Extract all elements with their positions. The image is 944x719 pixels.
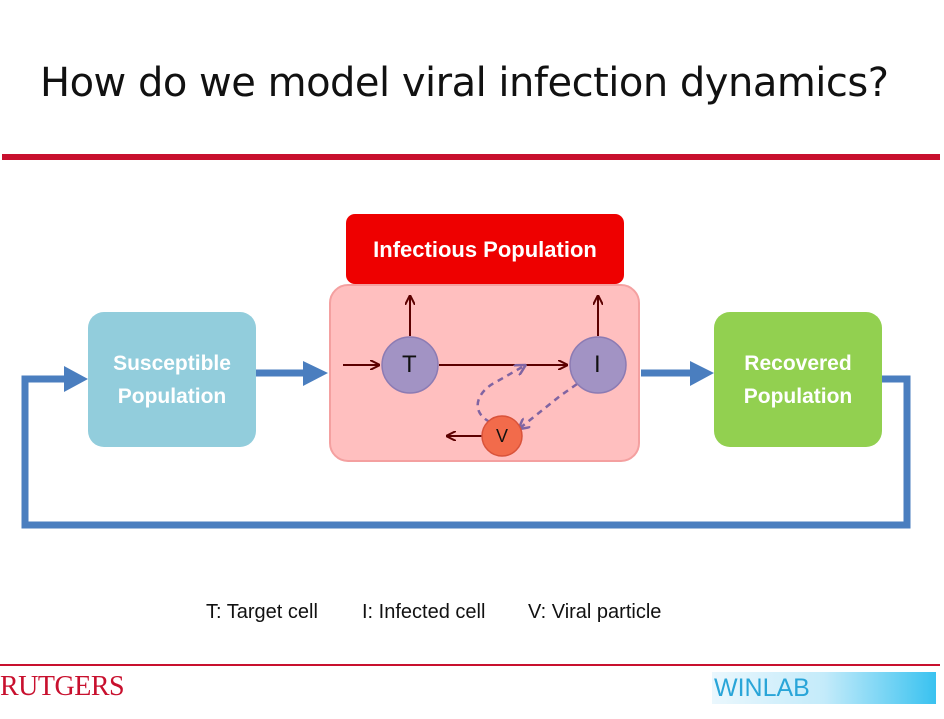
target-cell-label: T — [402, 351, 417, 378]
infectious-compartment — [329, 284, 640, 462]
legend-virus: V: Viral particle — [528, 601, 662, 623]
feedback-loop-arrow — [21, 375, 911, 529]
viral-particle-label: V — [496, 426, 509, 446]
winlab-logo-bar — [712, 672, 936, 704]
rutgers-logo: RUTGERS — [0, 671, 125, 702]
infectious-to-recovered-arrowhead — [690, 361, 714, 386]
susceptible-population-box: Susceptible Population — [88, 312, 256, 447]
title-divider — [2, 154, 940, 160]
infected-cell-label: I — [594, 351, 601, 378]
slide-title: How do we model viral infection dynamics… — [40, 60, 889, 106]
target-cell-node — [381, 336, 439, 394]
recovered-population-box: Recovered Population — [714, 312, 882, 447]
footer-divider — [0, 664, 940, 666]
viral-particle-node — [481, 415, 523, 457]
infected-cell-node — [569, 336, 627, 394]
winlab-logo: WINLAB — [714, 674, 810, 702]
infectious-population-label: Infectious Population — [346, 214, 624, 284]
susceptible-to-infectious-arrowhead — [303, 361, 328, 386]
feedback-arrowhead — [64, 366, 88, 392]
legend-target: T: Target cell — [206, 601, 318, 623]
legend-infected: I: Infected cell — [362, 601, 486, 623]
v-infects-t-dashed-arrow — [476, 366, 524, 424]
